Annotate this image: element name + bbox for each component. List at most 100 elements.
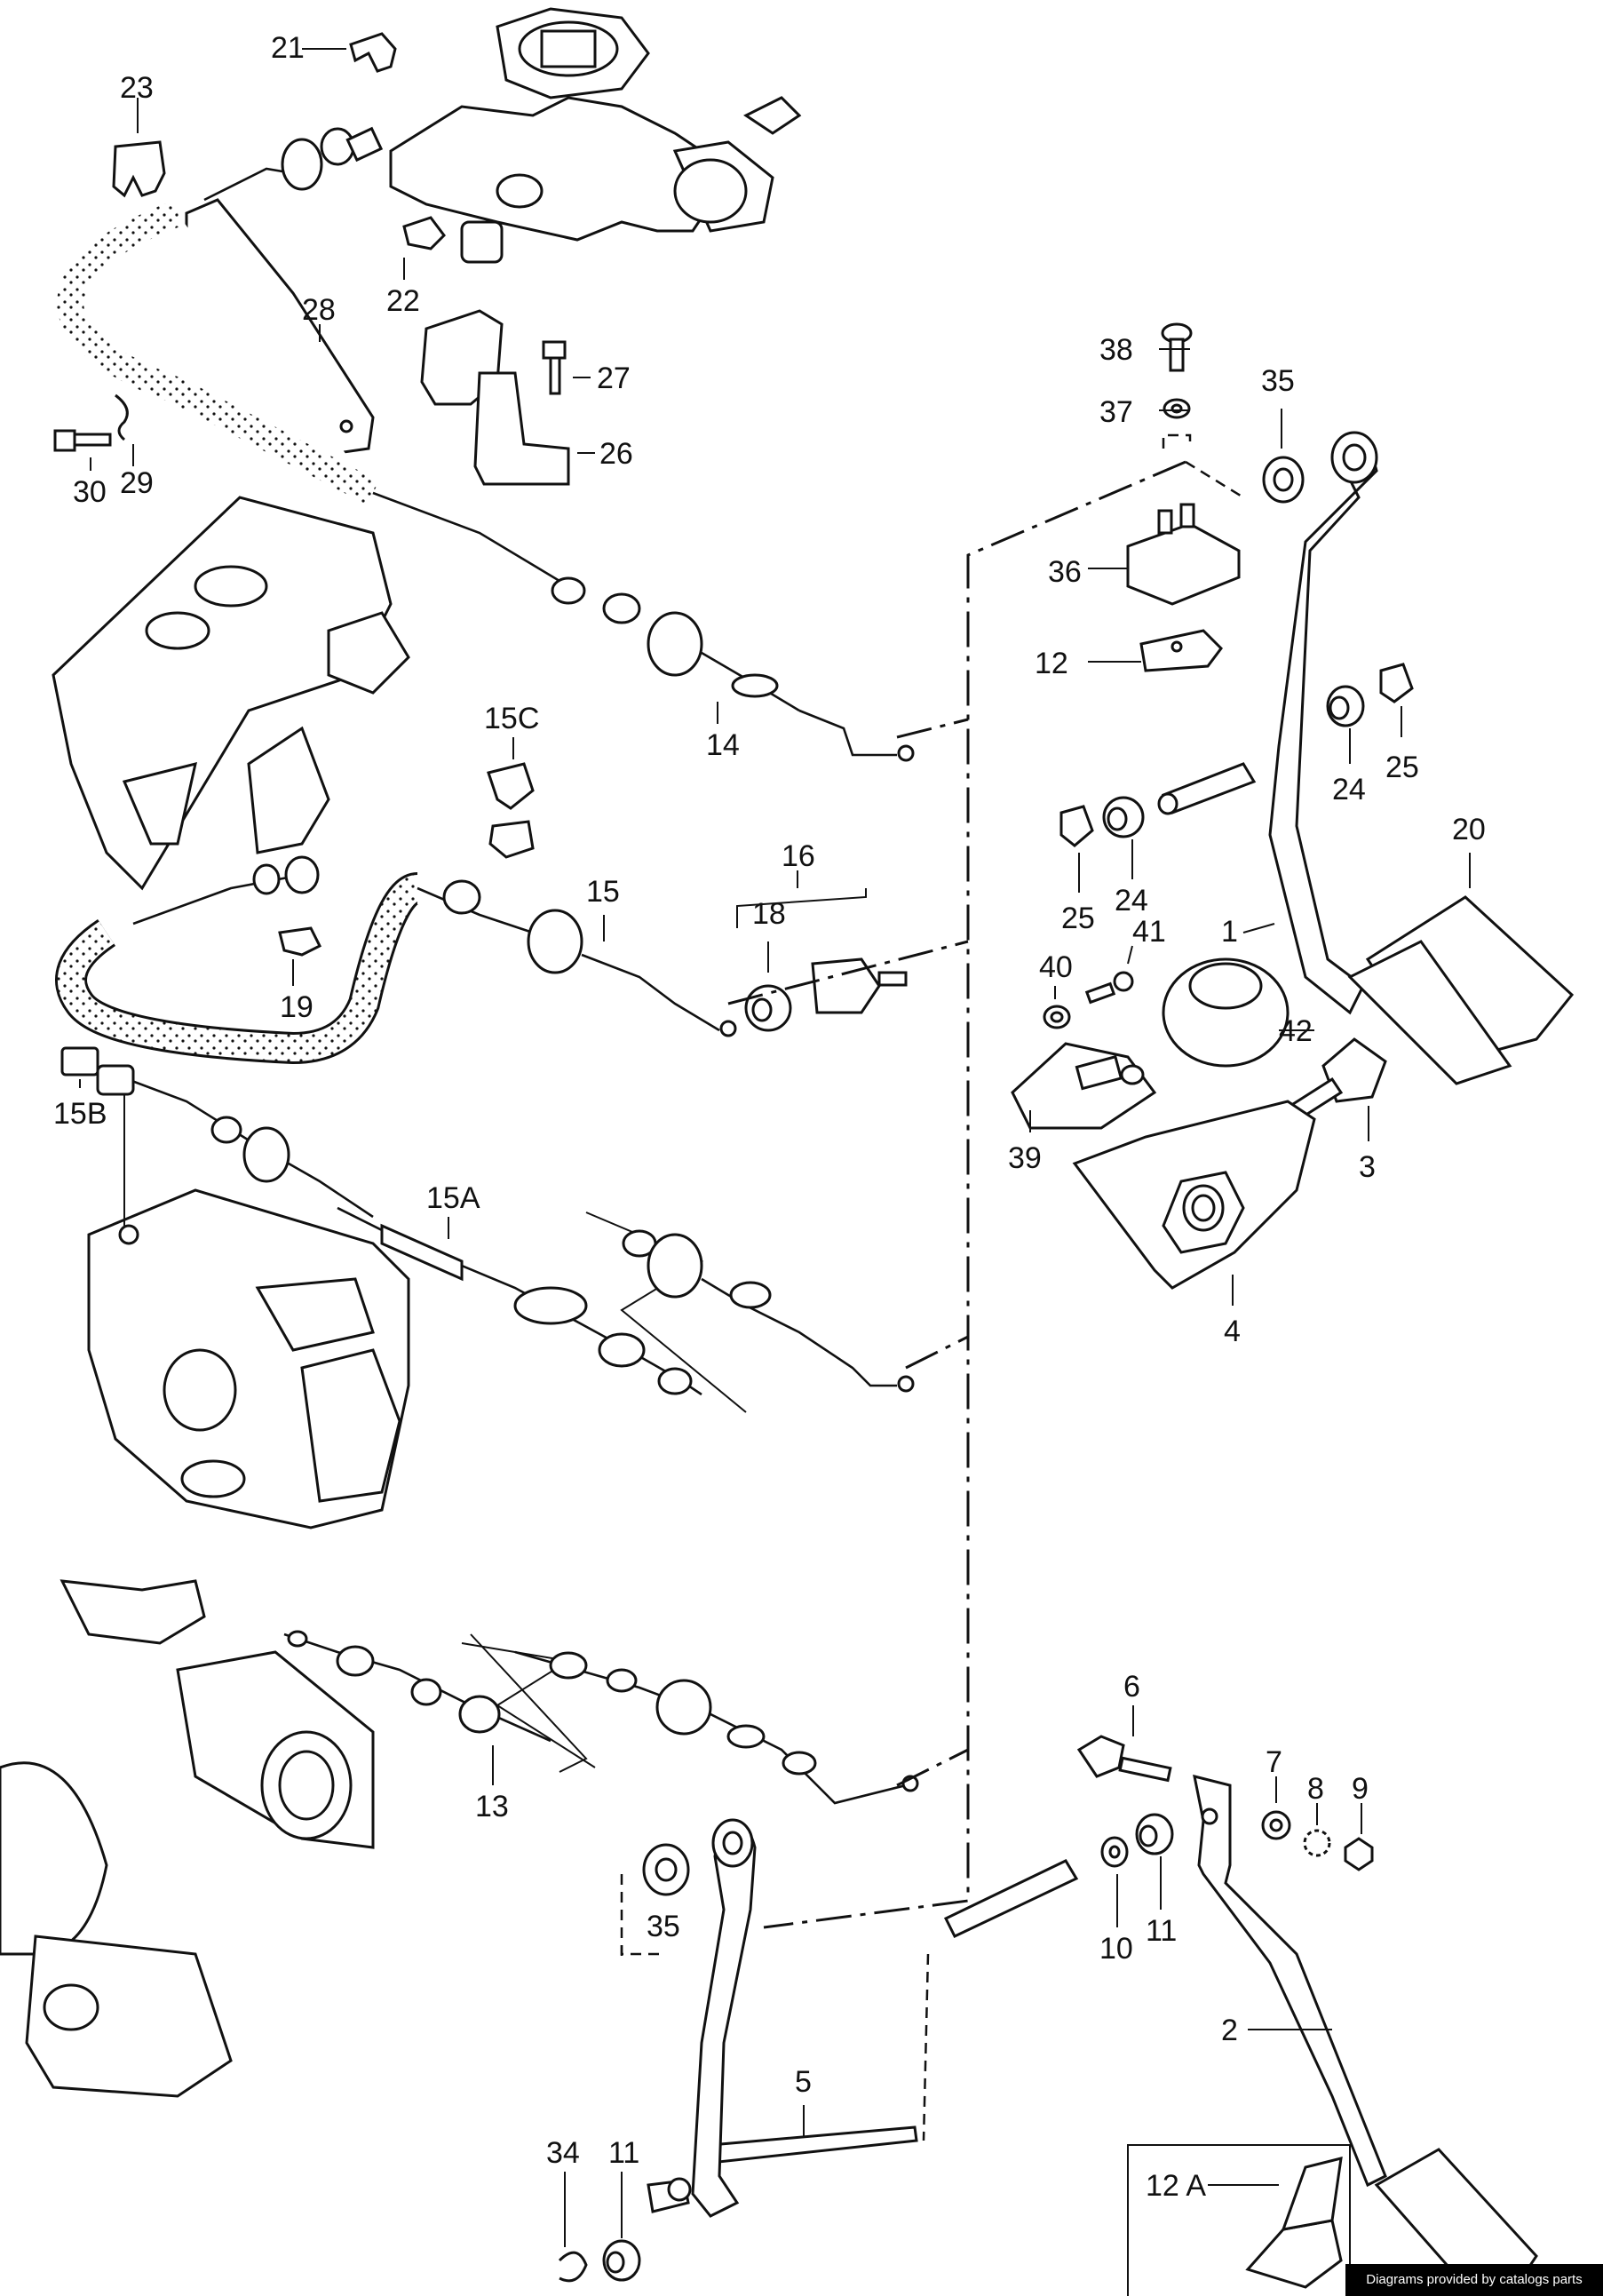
cable-15A-detail (585, 1212, 915, 1413)
part-23-clip (112, 98, 166, 198)
pedal-shaft-top (1157, 762, 1257, 815)
label-29: 29 (120, 466, 154, 500)
label-22: 22 (386, 284, 420, 318)
part-19-clip (278, 926, 322, 986)
cable-15A (96, 1064, 702, 1396)
part-29-clip (115, 393, 134, 466)
part-6-bolt (1076, 1705, 1172, 1783)
label-19: 19 (280, 990, 313, 1024)
label-2: 2 (1221, 2014, 1238, 2047)
part-21-clip (302, 32, 397, 73)
label-11-right: 11 (1146, 1914, 1177, 1948)
label-15C: 15C (484, 702, 539, 735)
label-23: 23 (120, 71, 154, 105)
label-37: 37 (1099, 395, 1133, 429)
label-38: 38 (1099, 333, 1133, 367)
leader-lines (306, 48, 1314, 1031)
part-15B-clip (60, 1046, 99, 1088)
part-20-pedal-pad (1347, 853, 1575, 1085)
part-10-washer (1100, 1836, 1129, 1927)
label-21: 21 (271, 31, 305, 65)
label-16: 16 (782, 839, 815, 873)
part-39-switch (1011, 1042, 1157, 1132)
part-1-pedal-lever (1268, 431, 1378, 1015)
label-24-mid: 24 (1115, 884, 1148, 918)
label-18: 18 (752, 897, 786, 931)
part-4-floor-plate (1072, 1100, 1316, 1306)
part-11-bushing-right (1135, 1813, 1174, 1910)
part-5-pedal-shaft (709, 1859, 1079, 2165)
part-25-clip-top (1379, 663, 1414, 737)
intake-manifold-assembly (0, 1579, 375, 2098)
label-20: 20 (1452, 813, 1486, 846)
label-11-bottom: 11 (608, 2136, 639, 2170)
cable-15 (55, 855, 737, 1065)
part-12-stop (1139, 629, 1223, 672)
part-35-bushing-top (1262, 409, 1305, 504)
label-24-top: 24 (1332, 773, 1366, 806)
part-16-bracket (736, 870, 908, 1014)
part-40-washer (1043, 986, 1071, 1029)
part-36-switch (1126, 503, 1241, 606)
diagram-credit: Diagrams provided by catalogs parts (1345, 2264, 1603, 2296)
part-27-bolt (542, 340, 591, 395)
part-35-bushing-bottom (642, 1843, 690, 1896)
part-42-stop-cap (1162, 957, 1290, 1068)
label-12: 12 (1035, 647, 1068, 680)
part-15C-clip (487, 737, 535, 859)
label-35-top: 35 (1261, 364, 1295, 398)
injection-pump-assembly (87, 1092, 410, 1529)
part-24-bushing-mid (1102, 796, 1145, 879)
label-42: 42 (1279, 1014, 1313, 1048)
part-18-bushing (744, 941, 792, 1032)
cable-14 (57, 126, 915, 762)
label-30: 30 (73, 475, 107, 509)
label-3: 3 (1359, 1150, 1376, 1184)
part-30-bolt (53, 429, 112, 471)
label-5: 5 (795, 2065, 812, 2099)
carburetor-assembly (389, 7, 802, 264)
part-8-lock-washer (1303, 1803, 1331, 1857)
part-12A-inset (1127, 2144, 1351, 2296)
label-15: 15 (586, 875, 620, 909)
throttle-body-assembly (52, 496, 410, 891)
label-41: 41 (1132, 915, 1166, 949)
pedal-lever-bottom (647, 1818, 757, 2218)
part-41-screw (1084, 945, 1134, 1005)
label-9: 9 (1352, 1772, 1369, 1806)
part-22-clip (402, 216, 446, 280)
part-38-screw (1161, 322, 1193, 372)
label-14: 14 (706, 728, 740, 762)
label-28: 28 (302, 293, 336, 327)
label-13: 13 (475, 1790, 509, 1823)
label-39: 39 (1008, 1141, 1042, 1175)
label-8: 8 (1307, 1772, 1324, 1806)
part-7-washer (1261, 1776, 1291, 1840)
connector-lines (620, 433, 1244, 2141)
label-25-mid: 25 (1061, 902, 1095, 935)
label-25-top: 25 (1385, 751, 1419, 784)
part-11-bushing-bottom (602, 2172, 641, 2282)
label-27: 27 (597, 361, 631, 395)
part-24-bushing-top (1326, 685, 1365, 764)
label-15A: 15A (426, 1181, 480, 1215)
cable-13 (283, 1630, 588, 1785)
label-35-bottom: 35 (647, 1910, 680, 1943)
part-25-clip-mid (1059, 805, 1094, 893)
label-26: 26 (599, 437, 633, 471)
callout-labels: 21 23 22 28 27 26 30 29 38 37 35 36 12 1… (53, 31, 1486, 2203)
label-36: 36 (1048, 555, 1082, 589)
part-37-washer (1163, 398, 1191, 419)
part-26-bracket (420, 309, 595, 486)
cable-13-detail (461, 1642, 919, 1805)
label-1: 1 (1221, 915, 1238, 949)
label-4: 4 (1224, 1315, 1241, 1348)
label-7: 7 (1266, 1745, 1282, 1779)
label-15B: 15B (53, 1097, 107, 1131)
part-34-circlip (558, 2172, 588, 2283)
label-10: 10 (1099, 1932, 1133, 1966)
label-12A: 12 A (1146, 2169, 1206, 2203)
part-9-nut (1344, 1803, 1374, 1871)
label-40: 40 (1039, 950, 1073, 984)
